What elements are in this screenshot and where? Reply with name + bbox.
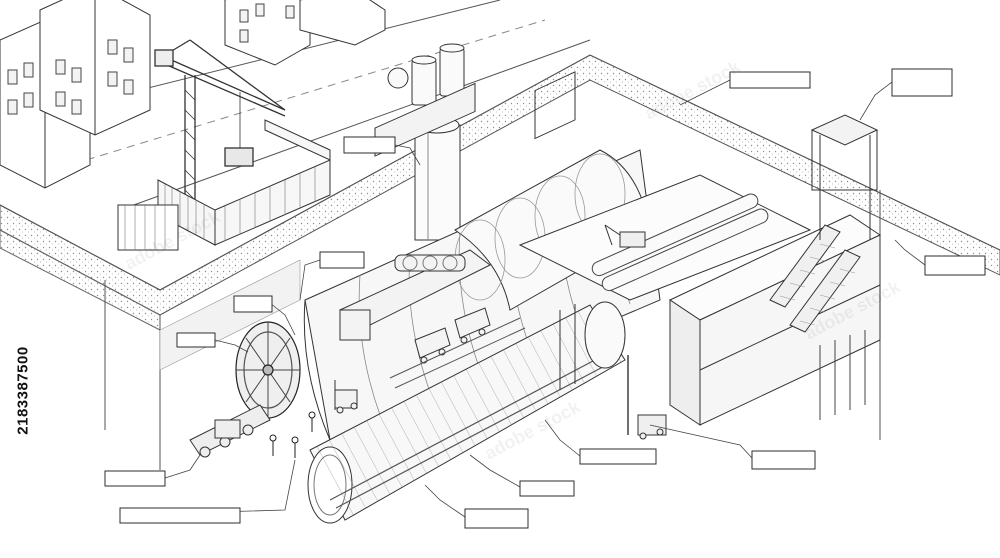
stock-image-id-text: 2183387500 xyxy=(14,345,32,435)
label-box-tunnel-upper xyxy=(319,251,365,269)
forklift xyxy=(334,380,358,414)
drilling-rig xyxy=(627,355,667,440)
station-box xyxy=(518,114,882,426)
label-box-tbm-face xyxy=(176,332,216,348)
label-box-station-side xyxy=(924,255,986,276)
label-box-tunnel-lining xyxy=(579,448,657,465)
tower-crane xyxy=(154,39,286,205)
mine-carts xyxy=(389,307,526,389)
tbm-cutter-head xyxy=(235,321,301,419)
label-box-station-top xyxy=(891,68,953,97)
label-box-drilling-rig xyxy=(751,450,816,470)
label-box-shaft xyxy=(343,136,396,154)
label-boxes xyxy=(104,68,986,529)
excavator xyxy=(604,224,646,248)
label-box-tbm-ring xyxy=(233,295,273,313)
lower-tunnel xyxy=(307,71,626,524)
workers xyxy=(269,411,316,458)
stock-image-id: 2183387500 xyxy=(8,315,38,465)
label-box-surface-right xyxy=(729,71,811,89)
label-box-tunnel-bottom xyxy=(464,508,529,529)
label-box-track xyxy=(519,480,575,497)
site-fence xyxy=(117,119,331,251)
label-box-conveyor xyxy=(104,470,166,487)
conveyor-machine xyxy=(189,404,271,458)
label-box-workers xyxy=(119,507,241,524)
storage-tanks xyxy=(387,43,465,106)
buildings xyxy=(0,0,386,189)
